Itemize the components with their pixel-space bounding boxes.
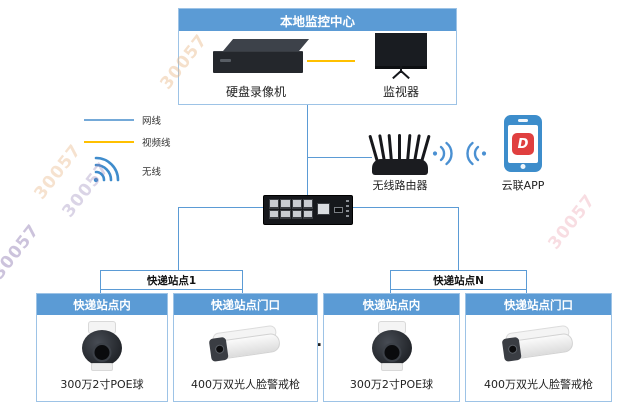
switch-ports [269,199,313,219]
legend-item-video: 视频线 [84,134,171,150]
camera-caption: 300万2寸POE球 [349,378,434,391]
camera-caption: 300万2寸POE球 [60,378,144,391]
legend: 网线 视频线 无线 [84,112,171,192]
station-box-body: 300万2寸POE球 [37,315,167,401]
sfp-slot [334,207,343,213]
router-body [372,159,428,175]
phone-home-button [520,164,526,169]
nvr-top-face [223,39,310,51]
monitor-screen [375,33,427,69]
cloud-app-label: 云联APP [501,179,545,192]
legend-item-network: 网线 [84,112,171,128]
camera-zone [368,315,416,376]
monitor-leg [400,70,410,80]
network-cable-line [390,290,391,294]
station-box-indoor: 快递站点内 300万2寸POE球 [323,293,460,402]
station-box-body: 400万双光人脸警戒枪 [174,315,317,401]
station-group-label: 快递站点1 [100,270,243,290]
legend-label: 网线 [142,116,162,127]
legend-label: 无线 [142,167,162,178]
network-cable-line [178,207,263,208]
router-antenna [406,133,412,163]
watermark: 30057 [0,220,44,284]
network-cable-line [100,290,101,294]
router-label: 无线路由器 [372,179,428,192]
rj45-port [269,199,280,209]
phone-speaker [518,119,528,122]
nvr-logo [220,59,231,62]
monitor-label: 监视器 [382,85,419,99]
ptz-camera-base [91,362,113,371]
network-cable-line [178,207,179,270]
phone-screen: D [508,125,538,163]
camera-zone [78,315,126,376]
bullet-camera-lens [507,343,518,354]
watermark: 30057 [544,190,600,254]
ptz-camera-icon [78,320,126,371]
router-antenna [420,134,431,163]
legend-item-wireless: 无线 [84,156,171,186]
station-box-entrance: 快递站点门口 400万双光人脸警戒枪 [173,293,318,402]
station-box-header: 快递站点内 [324,294,459,315]
monitor-icon [375,33,427,83]
nvr-front-face [213,51,303,73]
switch-logo [346,200,349,218]
camera-zone [207,315,284,376]
network-cable-line [307,103,308,196]
station-box-header: 快递站点门口 [466,294,611,315]
network-cable-line [308,157,372,158]
rj45-port [269,209,280,219]
station-box-header: 快递站点门口 [174,294,317,315]
poe-switch-icon [263,195,353,225]
wifi-icon [93,156,120,183]
network-cable-line [242,290,243,294]
video-cable-line [307,60,355,62]
rj45-port [302,209,313,219]
signal-right-icon [432,141,453,166]
video-cable-swatch [84,141,134,143]
monitoring-center-panel: 本地监控中心 硬盘录像机 监视器 [178,8,457,105]
ptz-camera-lens [382,342,401,362]
monitoring-center-title: 本地监控中心 [179,9,456,31]
watermark: 30057 [30,140,86,204]
legend-label: 视频线 [142,138,171,149]
ptz-camera-base [380,362,403,371]
camera-caption: 400万双光人脸警戒枪 [484,378,593,391]
rj45-port [280,199,291,209]
rj45-port [291,209,302,219]
station-box-header: 快递站点内 [37,294,167,315]
cloud-app-icon: D [512,133,534,155]
bullet-camera-icon [207,320,284,372]
rj45-port [280,209,291,219]
ptz-camera-icon [368,320,416,371]
ptz-camera-lens [92,342,112,362]
nvr-label: 硬盘录像机 [225,85,286,99]
bullet-camera-lens [214,343,225,354]
network-cable-line [526,290,527,294]
monitor-stand [400,66,402,73]
uplink-port [317,203,330,215]
router-antenna [398,134,401,162]
station-group-label: 快递站点N [390,270,527,290]
station-box-indoor: 快递站点内 300万2寸POE球 [36,293,168,402]
phone-icon: D [504,115,542,172]
wireless-router-icon [368,127,431,175]
network-cable-line [351,207,458,208]
camera-zone [500,315,577,376]
router-antenna [368,134,379,163]
station-box-body: 300万2寸POE球 [324,315,459,401]
network-cable-swatch [84,119,134,121]
station-box-entrance: 快递站点门口 400万双光人脸警戒枪 [465,293,612,402]
network-cable-line [458,207,459,270]
camera-caption: 400万双光人脸警戒枪 [191,378,300,391]
monitoring-center-body: 硬盘录像机 监视器 [179,31,456,103]
rj45-port [302,199,313,209]
bullet-camera-icon [500,320,577,372]
nvr-icon [213,39,310,77]
station-box-body: 400万双光人脸警戒枪 [466,315,611,401]
router-antenna [387,133,393,163]
rj45-port [291,199,302,209]
signal-left-icon [466,141,487,166]
